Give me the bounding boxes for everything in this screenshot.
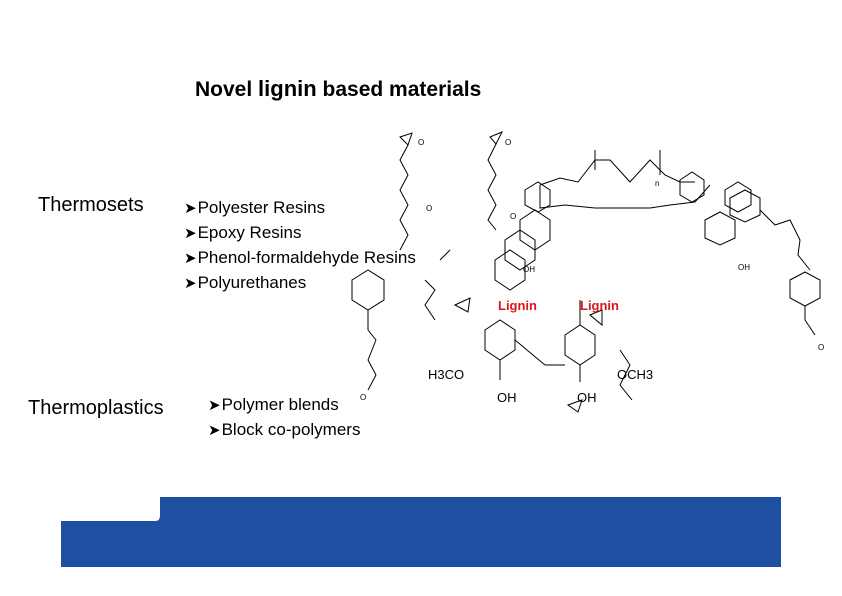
arrow-bullet-icon: ➤ xyxy=(208,397,221,414)
arrow-bullet-icon: ➤ xyxy=(184,275,197,292)
thermosets-list: ➤Polyester Resins ➤Epoxy Resins ➤Phenol-… xyxy=(184,196,416,296)
list-item: ➤Epoxy Resins xyxy=(184,221,416,246)
thermosets-item-4: Polyurethanes xyxy=(197,273,307,292)
oh-label-2: OH xyxy=(577,390,597,405)
o-label-3: O xyxy=(426,204,433,213)
lignin-structure-figure xyxy=(351,131,821,413)
title-emphasis: lignin xyxy=(258,76,317,101)
o-label-1: O xyxy=(418,138,425,147)
o-label-4: O xyxy=(510,212,517,221)
aromatic-rings xyxy=(351,209,603,413)
list-item: ➤Polymer blends xyxy=(208,393,360,418)
right-chain xyxy=(424,249,633,401)
slide-title: Novel lignin based materials xyxy=(195,76,481,102)
arrow-bullet-icon: ➤ xyxy=(208,422,221,439)
lignin-label-1: Lignin xyxy=(498,298,537,313)
oh-label-3: OH xyxy=(523,265,535,274)
thermoplastics-item-2: Block co-polymers xyxy=(221,420,361,439)
arrow-bullet-icon: ➤ xyxy=(184,250,197,267)
list-item: ➤Phenol-formaldehyde Resins xyxy=(184,246,416,271)
thermosets-label: Thermosets xyxy=(38,194,144,216)
o-label-2: O xyxy=(505,138,512,147)
o-label-6: O xyxy=(818,343,825,352)
thermosets-item-1: Polyester Resins xyxy=(197,198,326,217)
oh-label-4: OH xyxy=(738,263,750,272)
och3-label: OCH3 xyxy=(617,367,654,382)
list-item: ➤Block co-polymers xyxy=(208,418,360,443)
title-suffix: based materials xyxy=(316,78,482,101)
thermosets-item-3: Phenol-formaldehyde Resins xyxy=(197,248,416,267)
lignin-label-2: Lignin xyxy=(580,298,619,313)
thermoplastics-item-1: Polymer blends xyxy=(221,395,339,414)
thermoplastics-label: Thermoplastics xyxy=(28,397,164,419)
o-label-5: O xyxy=(360,393,367,402)
list-item: ➤Polyester Resins xyxy=(184,196,416,221)
thermoplastics-list: ➤Polymer blends ➤Block co-polymers xyxy=(208,393,360,443)
oh-label-1: OH xyxy=(497,390,517,405)
footer-banner-shape xyxy=(61,497,781,567)
arrow-bullet-icon: ➤ xyxy=(184,200,197,217)
title-prefix: Novel xyxy=(195,78,259,101)
arrow-bullet-icon: ➤ xyxy=(184,225,197,242)
h3co-label: H3CO xyxy=(428,367,465,382)
epoxide-chain-1 xyxy=(399,131,504,251)
n-subscript: n xyxy=(655,179,660,188)
macrocycle xyxy=(524,150,821,336)
thermosets-item-2: Epoxy Resins xyxy=(197,223,302,242)
list-item: ➤Polyurethanes xyxy=(184,271,416,296)
